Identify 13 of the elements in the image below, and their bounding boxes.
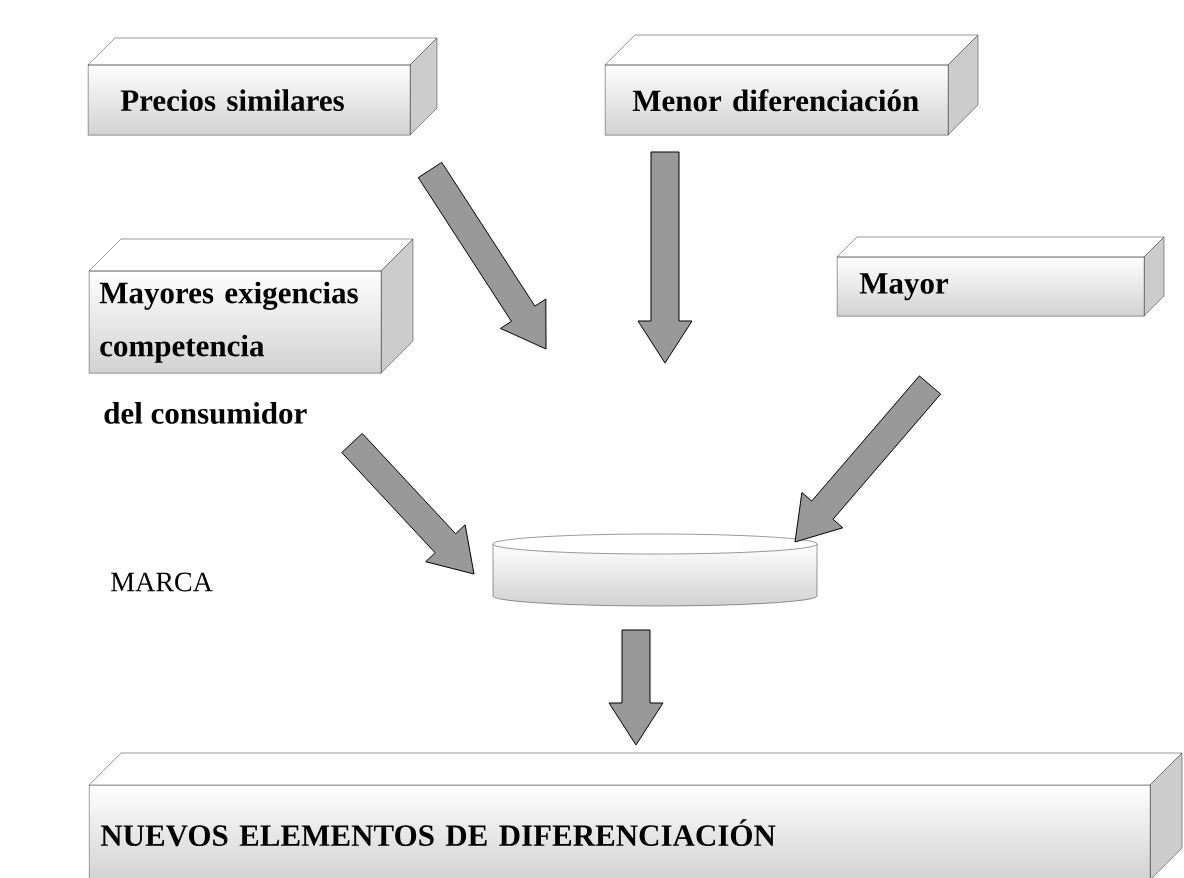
block-arrow bbox=[341, 432, 475, 575]
box: Precios similares bbox=[87, 37, 438, 136]
block-arrow bbox=[417, 161, 547, 350]
block-arrow bbox=[608, 629, 664, 746]
block-arrow bbox=[794, 375, 942, 543]
label: MARCA bbox=[111, 572, 213, 592]
box: Mayores exigencias competencia del consumidor bbox=[88, 238, 414, 424]
box: NUEVOS ELEMENTOS DE DIFERENCIACIÓN bbox=[88, 752, 1183, 878]
block-arrow bbox=[637, 151, 693, 364]
node-label: del consumidor bbox=[104, 402, 307, 424]
cylinder bbox=[492, 533, 818, 607]
box: Mayor bbox=[836, 236, 1165, 317]
box: Menor diferenciación bbox=[604, 34, 979, 136]
